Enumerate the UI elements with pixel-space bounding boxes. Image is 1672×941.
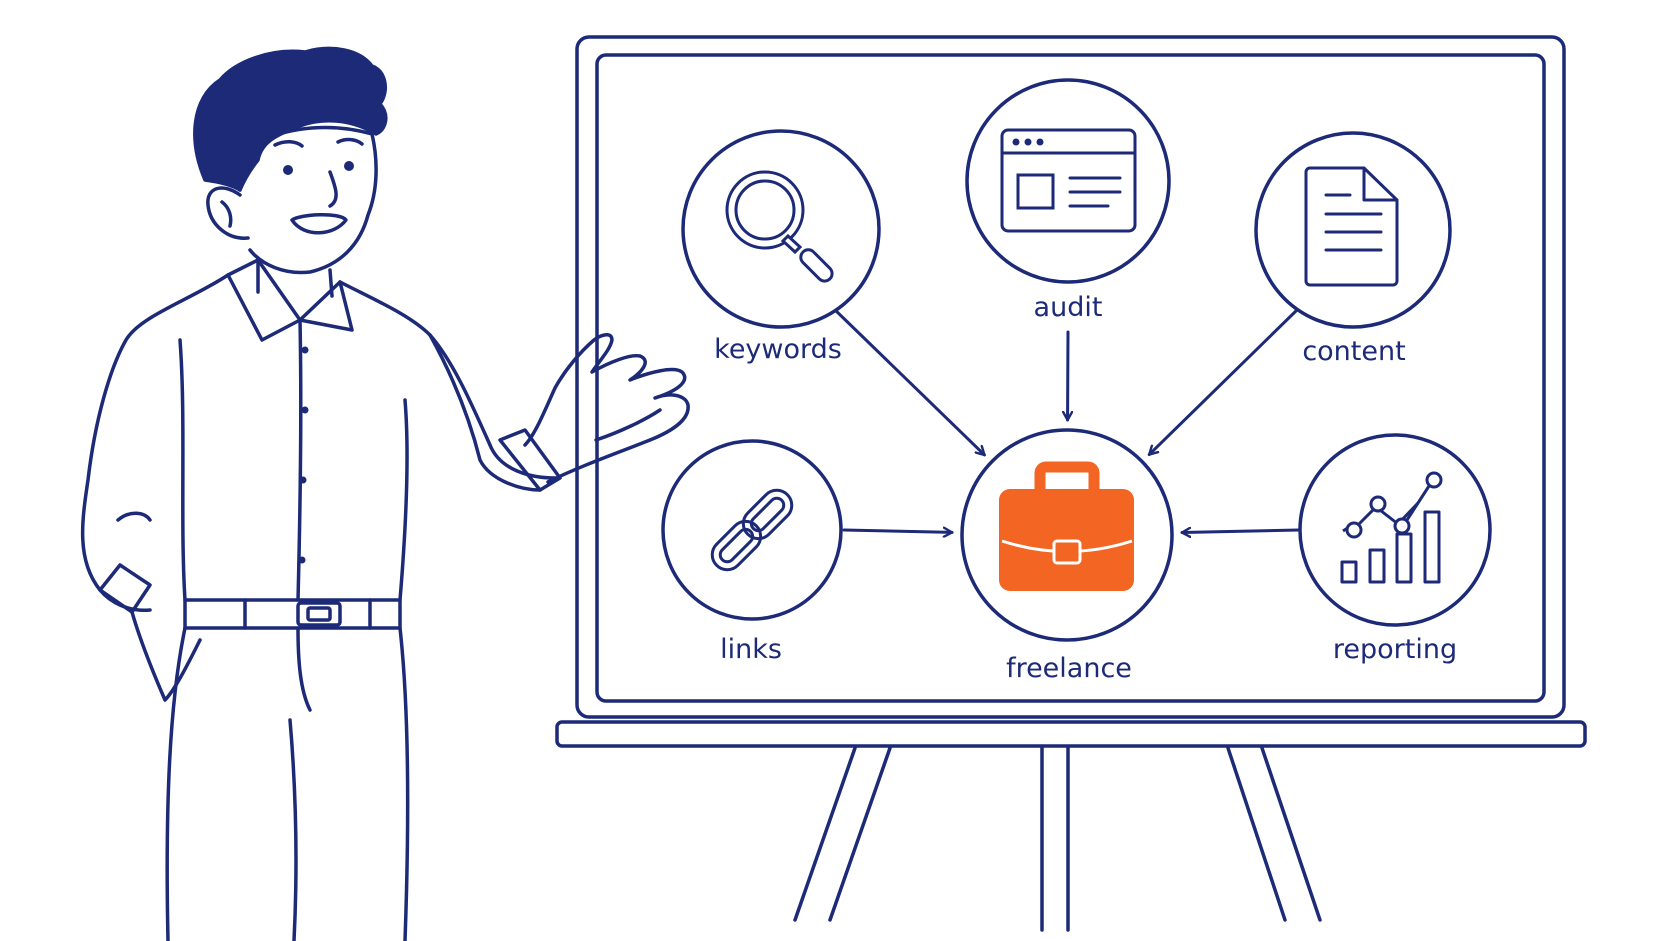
node-keywords: keywords [681,129,881,365]
presenter-belt [183,598,402,630]
presenter-smile [290,213,348,235]
node-audit-circle [965,78,1171,284]
presenter-pants [165,626,187,941]
presenter-face [238,125,378,275]
node-label-keywords: keywords [714,334,842,365]
node-content: content [1254,131,1452,367]
node-label-freelance: freelance [1006,653,1132,684]
easel [555,35,1587,932]
presenter-ear [206,186,250,240]
edge-keywords-to-freelance [830,305,986,457]
presenter-eye-left [283,165,293,175]
whiteboard-outer-frame [575,35,1566,719]
document-icon [1304,166,1399,287]
presenter-eye-right [344,161,354,171]
node-label-reporting: reporting [1333,634,1457,665]
presenter-shirt [80,273,230,612]
node-links-circle [661,439,843,621]
node-label-links: links [720,634,782,665]
node-reporting: reporting [1298,433,1492,665]
easel-tray [555,720,1587,748]
node-label-audit: audit [1034,292,1103,323]
easel-legs [793,746,1322,932]
node-audit: audit [965,78,1171,323]
presenter-hand [523,333,690,484]
edge-links-to-freelance [842,530,954,532]
presenter-figure [80,46,690,941]
node-links: links [661,439,843,665]
bar-chart-icon [1340,471,1443,584]
edge-content-to-freelance [1147,307,1300,457]
presenter-hair [193,46,388,192]
magnifier-icon [725,170,834,283]
briefcase-icon [999,461,1134,591]
presenter-belt-buckle [296,601,342,627]
browser-window-icon [1000,128,1137,233]
node-keywords-circle [681,129,881,329]
edges [830,305,1301,533]
node-content-circle [1254,131,1452,329]
node-freelance: freelance [960,428,1174,684]
chain-link-icon [710,488,794,572]
node-label-content: content [1302,336,1405,367]
whiteboard-inner-panel [595,53,1546,703]
edge-reporting-to-freelance [1180,530,1301,533]
